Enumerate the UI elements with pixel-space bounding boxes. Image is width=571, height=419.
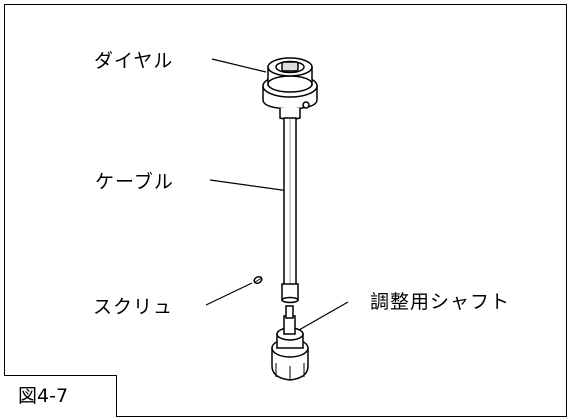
figure-number: 図4-7 — [4, 375, 117, 417]
screw-label: スクリュ — [93, 296, 174, 318]
screw-leader-line — [205, 282, 253, 306]
dial-part — [262, 57, 318, 121]
shaft-leader-line — [291, 301, 349, 335]
screw-part — [253, 275, 263, 285]
cable-leader-line — [209, 179, 290, 192]
cable-part — [281, 117, 299, 304]
dial-label: ダイヤル — [94, 50, 174, 72]
adjustment-shaft-part — [271, 305, 309, 381]
shaft-label: 調整用シャフト — [370, 291, 511, 313]
cable-label: ケーブル — [95, 171, 174, 193]
dial-leader-line — [211, 58, 267, 73]
